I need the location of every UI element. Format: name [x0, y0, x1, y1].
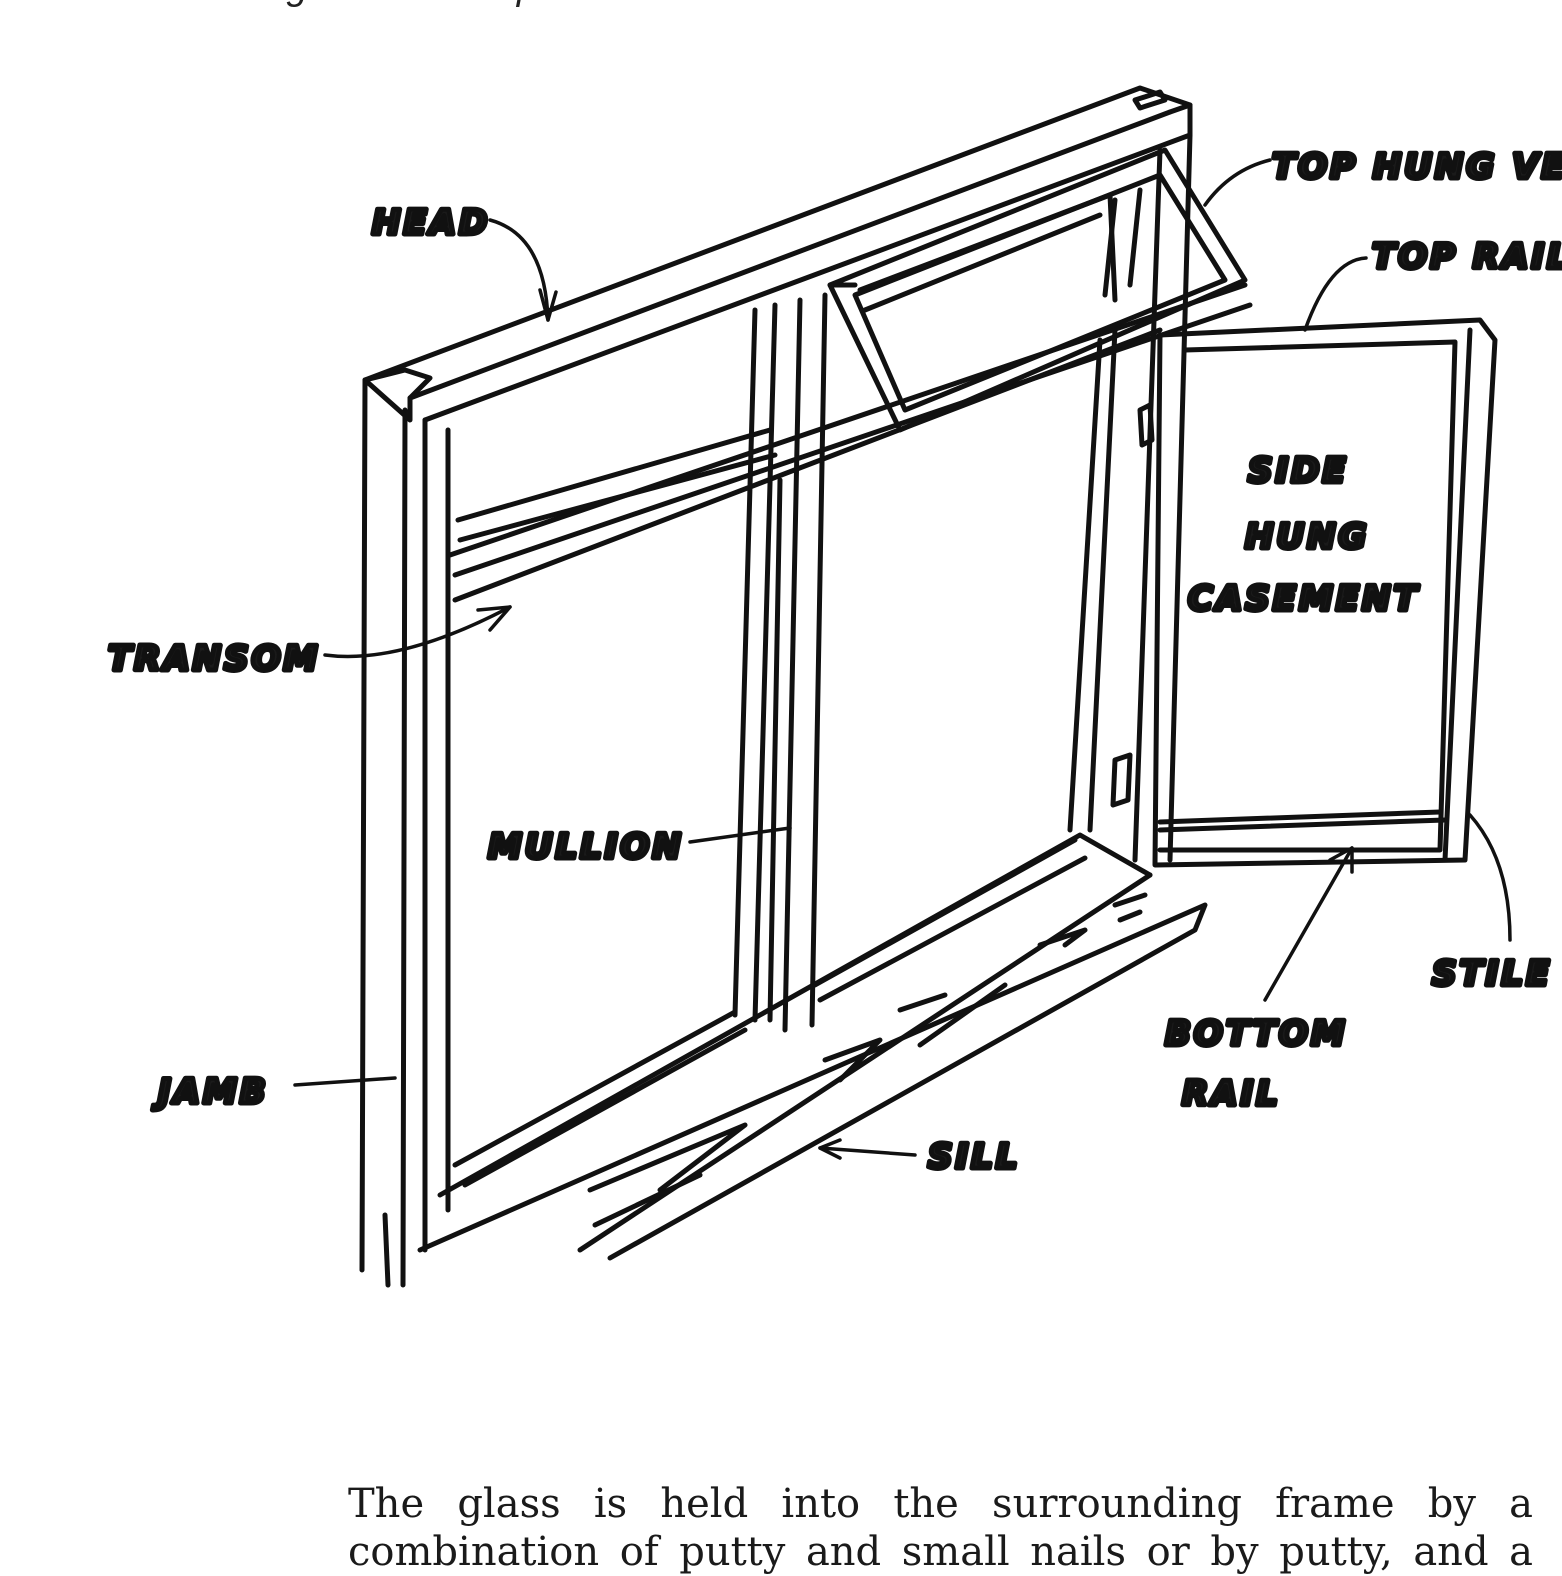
leader-lines	[293, 158, 1512, 1160]
side-hung-casement	[1110, 317, 1498, 868]
sill	[417, 832, 1208, 1261]
label-side-hung-line-3: CASEMENT	[1188, 579, 1420, 619]
body-line-2: combination of putty and small nails or …	[348, 1529, 1533, 1575]
body-paragraph: The glass is held into the surrounding f…	[348, 1480, 1533, 1576]
label-jamb: JAMB	[152, 1072, 269, 1112]
figure-caption: Figure 26: Components of windows	[255, 0, 851, 9]
body-line-1: The glass is held into the surrounding f…	[348, 1481, 1533, 1527]
label-bottom-rail-line-1: BOTTOM	[1165, 1014, 1348, 1054]
top-hung-vent	[827, 147, 1248, 433]
label-head: HEAD	[372, 203, 490, 243]
label-transom: TRANSOM	[108, 639, 320, 679]
label-side-hung-line-1: SIDE	[1248, 451, 1349, 491]
label-top-hung-vent: TOP HUNG VEN	[1272, 147, 1562, 187]
label-mullion: MULLION	[488, 827, 684, 867]
window-components-diagram: HEAD TOP HUNG VEN TOP RAIL SIDE HUNG CAS…	[106, 85, 1562, 1288]
label-stile: STILE	[1432, 954, 1552, 994]
transom	[447, 282, 1253, 603]
label-bottom-rail-line-2: RAIL	[1182, 1074, 1281, 1114]
mullion	[732, 292, 828, 1033]
label-top-rail: TOP RAIL	[1372, 237, 1562, 277]
window-frame	[359, 85, 1193, 1288]
label-sill: SILL	[928, 1137, 1020, 1177]
label-side-hung-line-2: HUNG	[1245, 517, 1369, 557]
